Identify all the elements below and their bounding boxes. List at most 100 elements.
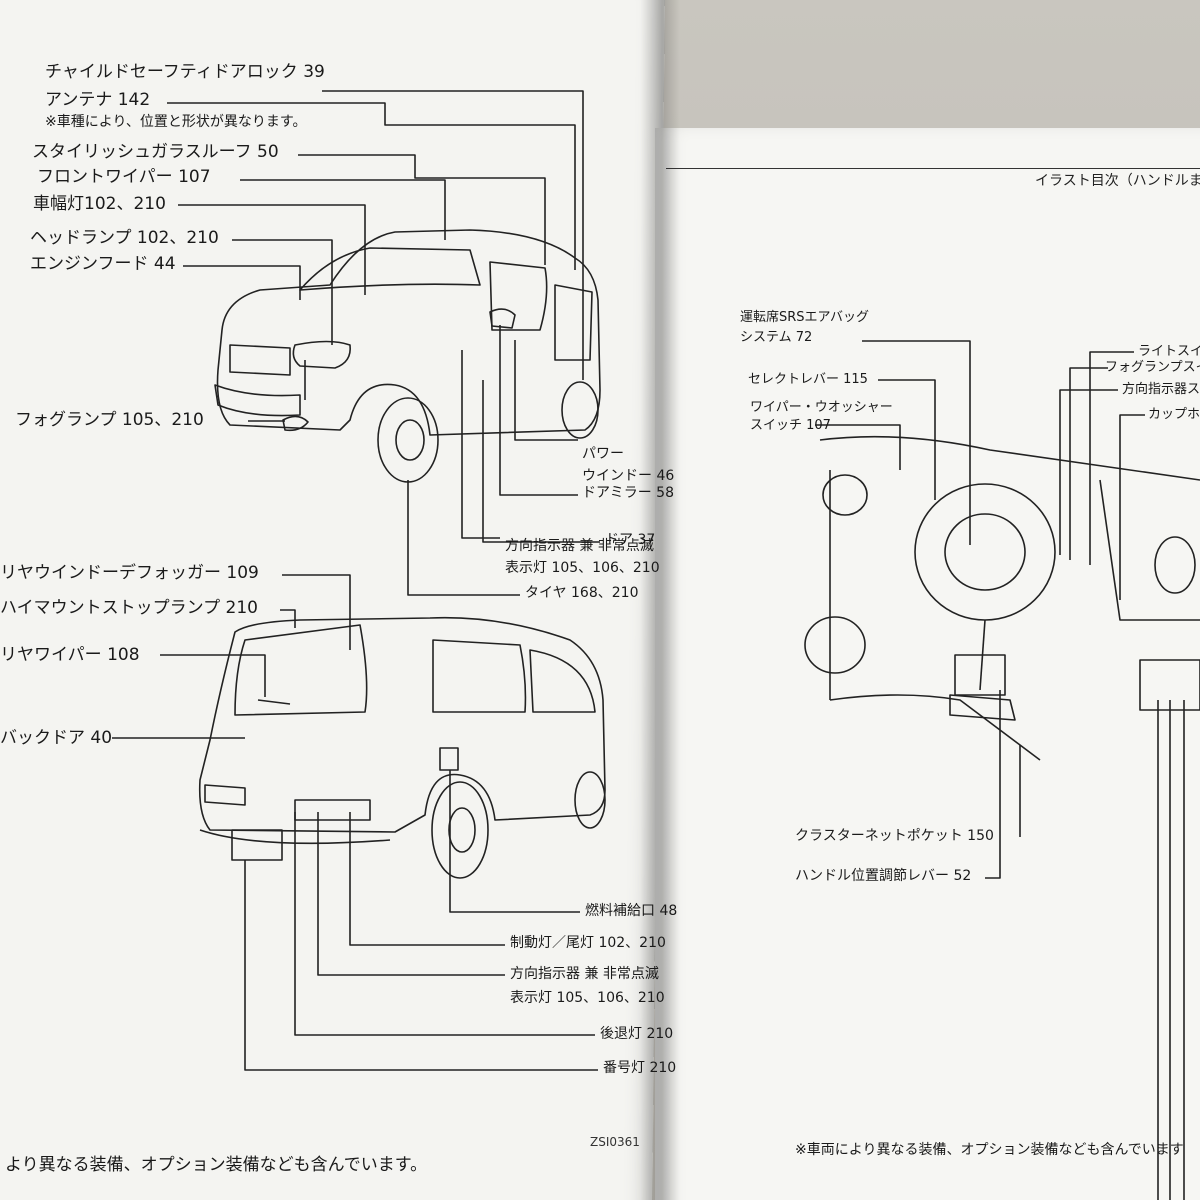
label-high-mount: ハイマウントストップランプ 210 (0, 598, 259, 618)
rear-side-window-2 (529, 649, 596, 713)
leader-front-wiper (240, 179, 446, 240)
front-fog (282, 415, 309, 432)
label-turn-signal-front-1: 方向指示器 兼 非常点滅 (505, 538, 654, 554)
rear-side-window-1 (432, 639, 527, 713)
leader-tire (407, 480, 520, 596)
label-antenna: アンテナ 142 (45, 90, 151, 110)
label-light-switch: ライトスイ (1138, 344, 1200, 359)
label-brake-tail: 制動灯／尾灯 102、210 (510, 935, 666, 951)
rear-car-body (198, 616, 606, 833)
label-engine-hood: エンジンフード 44 (30, 254, 176, 274)
label-turn-signal-front-2: 表示灯 105、106、210 (505, 560, 660, 576)
label-rear-defogger: リヤウインドーデフォッガー 109 (0, 563, 259, 583)
rear-lamp-cluster (294, 799, 371, 821)
leader-wiper-sw (815, 424, 901, 470)
label-antenna-note: ※車種により、位置と形状が異なります。 (45, 114, 307, 130)
front-rear-window (554, 284, 593, 361)
label-rear-wiper: リヤワイパー 108 (0, 645, 140, 665)
steering-wheel-outer (914, 483, 1056, 621)
front-wheel-hub (395, 419, 425, 461)
leader-headlamp (232, 239, 333, 345)
right-footer-note: ※車両により異なる装備、オプション装備なども含んでいます (795, 1142, 1184, 1158)
rear-plate (231, 829, 283, 861)
label-side-lamp: 車幅灯102、210 (33, 194, 166, 214)
label-fog-lamp: フォグランプ 105、210 (15, 410, 204, 430)
leader-fog-sw (1069, 367, 1108, 560)
label-turn-switch: 方向指示器ス (1122, 382, 1200, 397)
rear-wheel-front-car (561, 381, 599, 439)
label-stylish-roof: スタイリッシュガラスルーフ 50 (32, 142, 279, 162)
label-fuel: 燃料補給口 48 (585, 903, 678, 919)
leader-light-sw (1089, 351, 1134, 565)
dash-body (829, 470, 1200, 700)
leader-brake-tail (349, 812, 505, 946)
leader-right-multi (1157, 700, 1185, 1200)
dash-lower (829, 694, 1041, 761)
leader-fuel (449, 770, 580, 913)
front-car-body (216, 229, 601, 436)
glove-box (954, 654, 1006, 696)
front-headlamp (292, 340, 352, 369)
label-airbag-2: システム 72 (740, 330, 813, 345)
label-turn-signal-rear-2: 表示灯 105、106、210 (510, 990, 665, 1006)
leader-power-window (514, 340, 578, 441)
steering-wheel-inner (944, 513, 1026, 591)
leader-door-mirror (499, 325, 578, 496)
right-page-header: イラスト目次（ハンドルま (1035, 173, 1200, 189)
rear-wheel (431, 781, 489, 879)
front-side-window (489, 261, 548, 331)
leader-door (482, 380, 600, 543)
rear-bumper (199, 829, 391, 845)
label-fog-switch: フォグランプスイ (1105, 360, 1200, 375)
leader-rear-defogger (282, 574, 351, 650)
rear-far-wheel (574, 771, 606, 829)
rear-wiper-shape (257, 699, 291, 705)
label-cup-holder: カップホ (1148, 407, 1200, 422)
leader-handle-lever (985, 690, 1001, 879)
right-vent (1154, 536, 1196, 594)
front-mirror (489, 308, 516, 329)
label-power-window-2: ウインドー 46 (582, 468, 675, 484)
label-select-lever: セレクトレバー 115 (748, 372, 868, 387)
rear-window (234, 624, 368, 716)
label-airbag-1: 運転席SRSエアバッグ (740, 310, 870, 325)
left-vent (822, 474, 868, 516)
front-windshield (299, 247, 481, 291)
leader-turn-signal (461, 350, 500, 539)
label-front-wiper: フロントワイパー 107 (37, 167, 211, 187)
leader-high-mount (280, 609, 296, 628)
label-back-door: バックドア 40 (0, 728, 113, 748)
label-wiper-switch-1: ワイパー・ウオッシャー (750, 400, 893, 415)
leader-select-lever (878, 379, 936, 500)
label-headlamp: ヘッドランプ 102、210 (30, 228, 219, 248)
leader-cup-holder (1119, 414, 1145, 600)
dash-outline (819, 435, 1200, 481)
label-cluster-pocket: クラスターネットポケット 150 (795, 828, 994, 844)
speaker (804, 616, 866, 674)
leader-side-lamp (178, 204, 366, 295)
leader-airbag (862, 340, 971, 545)
lower-console (949, 694, 1016, 721)
leader-stylish-roof (298, 154, 546, 265)
leader-antenna (167, 102, 576, 270)
leader-engine-hood (183, 265, 301, 300)
leader-reverse (294, 812, 595, 1036)
front-wheel (377, 397, 439, 483)
left-footer-note: より異なる装備、オプション装備なども含んでいます。 (5, 1155, 428, 1175)
rear-left-lamp (204, 784, 246, 806)
label-power-window-1: パワー (582, 446, 624, 462)
label-child-lock: チャイルドセーフティドアロック 39 (45, 62, 325, 82)
leader-license (244, 860, 598, 1071)
label-handle-lever: ハンドル位置調節レバー 52 (795, 868, 972, 884)
fuel-door (439, 747, 459, 771)
label-door: ドア 37 (605, 532, 656, 548)
leader-child-lock (322, 90, 584, 380)
leader-rear-wiper (160, 654, 266, 697)
page-gutter (640, 0, 680, 1200)
right-header-rule (666, 168, 1200, 169)
label-license: 番号灯 210 (603, 1060, 677, 1076)
leader-turn-sw (1059, 389, 1118, 555)
right-page (655, 128, 1200, 1200)
